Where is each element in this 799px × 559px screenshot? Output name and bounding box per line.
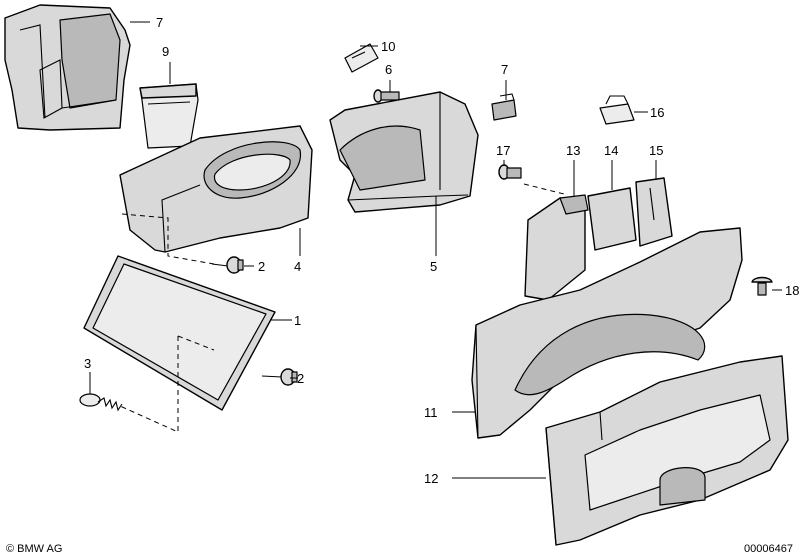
leader-lines	[89, 21, 782, 479]
part-8-storage-box[interactable]	[4, 4, 131, 131]
assembly-lines	[119, 183, 565, 433]
callout-15: 15	[649, 143, 663, 158]
callout-1: 1	[294, 313, 301, 328]
callout-2-lower: 2	[297, 371, 304, 386]
callout-2-upper: 2	[258, 259, 265, 274]
part-17-push-fastener[interactable]	[498, 164, 522, 180]
part-1-cover-lid[interactable]	[83, 255, 276, 411]
copyright-text: © BMW AG	[6, 543, 63, 555]
part-3-spring-screw[interactable]	[79, 393, 123, 412]
callout-18: 18	[785, 283, 799, 298]
callout-5: 5	[430, 259, 437, 274]
callout-17: 17	[496, 143, 510, 158]
part-2-screw-upper[interactable]	[211, 256, 244, 274]
part-15-bracket[interactable]	[635, 177, 673, 247]
callout-9: 9	[162, 44, 169, 59]
part-9-bin[interactable]	[139, 83, 199, 149]
document-number: 00006467	[744, 543, 793, 555]
part-18-pin[interactable]	[751, 276, 773, 296]
callout-10: 10	[381, 39, 395, 54]
part-14-bracket[interactable]	[587, 187, 637, 251]
callout-11: 11	[424, 405, 438, 420]
part-16-clip[interactable]	[599, 95, 635, 125]
callout-16: 16	[650, 105, 664, 120]
part-7-bracket[interactable]	[491, 93, 517, 121]
part-11-wheel-housing-trim[interactable]	[471, 227, 743, 439]
part-12-lower-trim-panel[interactable]	[545, 355, 789, 546]
part-5-wheel-arch-cover[interactable]	[329, 91, 479, 213]
callout-3: 3	[84, 356, 91, 371]
part-13-bracket[interactable]	[524, 194, 589, 301]
part-6-push-pin[interactable]	[373, 89, 400, 103]
callout-6: 6	[385, 62, 392, 77]
part-10-clip[interactable]	[344, 43, 379, 73]
callout-14: 14	[604, 143, 618, 158]
callout-4: 4	[294, 259, 301, 274]
callout-7: 7	[501, 62, 508, 77]
callout-13: 13	[566, 143, 580, 158]
callout-12: 12	[424, 471, 438, 486]
callout-labels: 7 9 10 6 7 16 17 13 14 15 2 4 5 18 1 3 2…	[84, 15, 799, 486]
part-2-screw-lower[interactable]	[261, 368, 298, 386]
callout-8: 7	[156, 15, 163, 30]
